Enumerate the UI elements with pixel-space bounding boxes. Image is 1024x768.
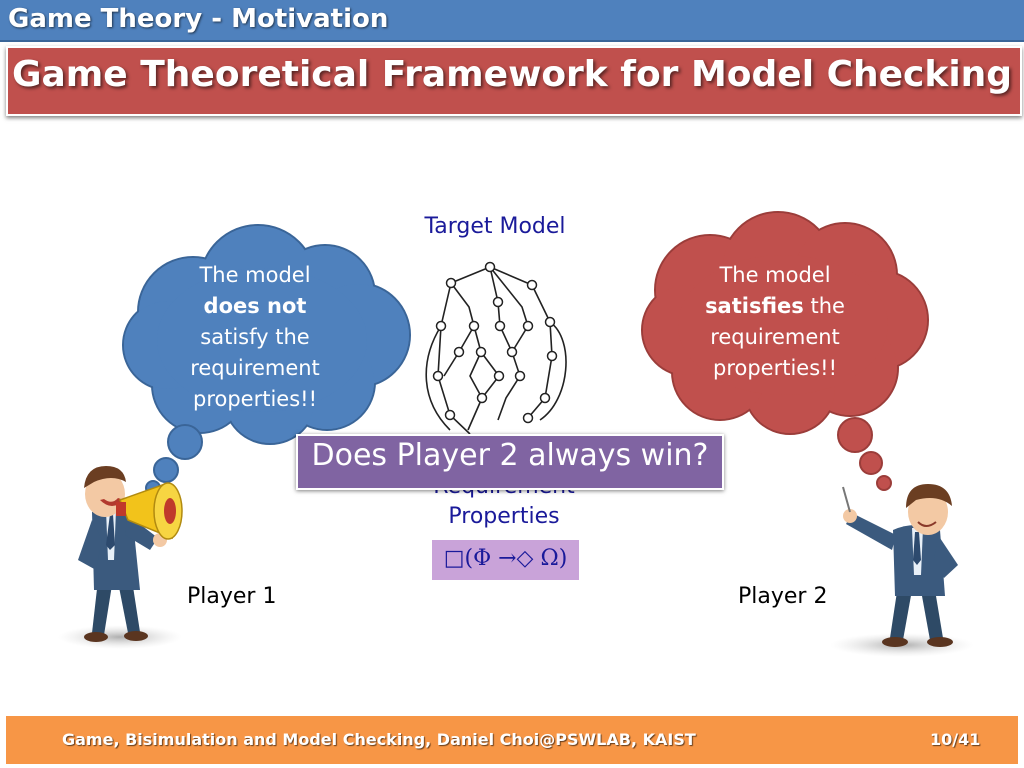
cloud-right-line2: satisfies the	[680, 291, 870, 322]
thought-cloud-left	[122, 224, 411, 496]
cloud-left-line5: properties!!	[192, 387, 317, 411]
footer-bar	[6, 714, 1018, 764]
slide-title: Game Theoretical Framework for Model Che…	[11, 54, 1013, 95]
cloud-right-line1: The model	[719, 263, 831, 287]
cloud-right-text: The model satisfies the requirement prop…	[680, 260, 870, 384]
thought-cloud-right	[641, 211, 929, 491]
target-model-graph	[425, 266, 567, 435]
cloud-right-emphasis-rest: the	[803, 294, 845, 318]
question-text: Does Player 2 always win?	[311, 438, 709, 473]
ltl-formula: □(Φ →◇ Ω)	[443, 546, 568, 571]
question-box	[296, 434, 724, 490]
requirement-label-line2: Properties	[448, 504, 560, 529]
title-bar	[6, 46, 1022, 116]
cloud-left-line4: requirement	[190, 356, 320, 380]
player1-figure	[58, 466, 183, 649]
graph-nodes	[432, 261, 558, 424]
cloud-right-emphasis: satisfies	[705, 294, 804, 318]
section-header-bar	[0, 0, 1024, 42]
cloud-left-text: The model does not satisfy the requireme…	[160, 260, 350, 415]
cloud-left-line1: The model	[199, 263, 311, 287]
page-number: 10/41	[930, 730, 981, 749]
footer-text: Game, Bisimulation and Model Checking, D…	[62, 730, 696, 749]
formula-box	[432, 540, 579, 580]
player2-figure	[830, 484, 974, 657]
cloud-left-emphasis: does not	[203, 294, 307, 318]
player2-label: Player 2	[738, 584, 828, 609]
cloud-right-line3: requirement	[710, 325, 840, 349]
cloud-right-line4: properties!!	[712, 356, 837, 380]
player1-label: Player 1	[187, 584, 277, 609]
section-title: Game Theory - Motivation	[8, 4, 389, 34]
cloud-left-line3: satisfy the	[200, 325, 310, 349]
target-model-label: Target Model	[424, 214, 566, 239]
